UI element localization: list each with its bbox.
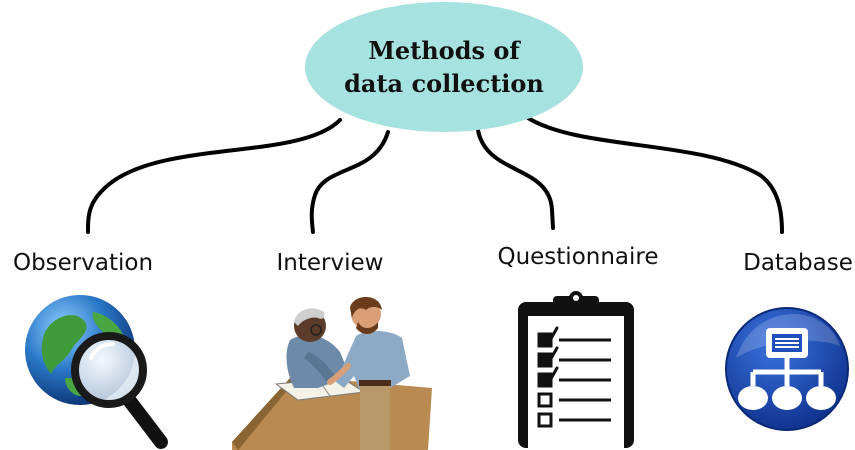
interview-people-icon [232, 297, 432, 450]
connector-questionnaire [476, 128, 555, 230]
label-interview: Interview [276, 250, 384, 276]
root-title-line1: Methods of [368, 36, 520, 65]
label-observation: Observation [12, 250, 154, 276]
root-node [305, 2, 583, 132]
network-database-icon [725, 307, 849, 431]
root-title: Methods of data collection [303, 34, 585, 100]
connectors [86, 116, 784, 234]
root-title-line2: data collection [344, 69, 544, 98]
connector-observation [86, 118, 342, 234]
label-questionnaire: Questionnaire [497, 244, 659, 270]
connector-interview [309, 130, 390, 234]
globe-magnifier-icon [25, 295, 168, 449]
connector-database [526, 116, 784, 234]
label-database: Database [743, 250, 853, 276]
clipboard-checklist-icon [518, 291, 634, 448]
